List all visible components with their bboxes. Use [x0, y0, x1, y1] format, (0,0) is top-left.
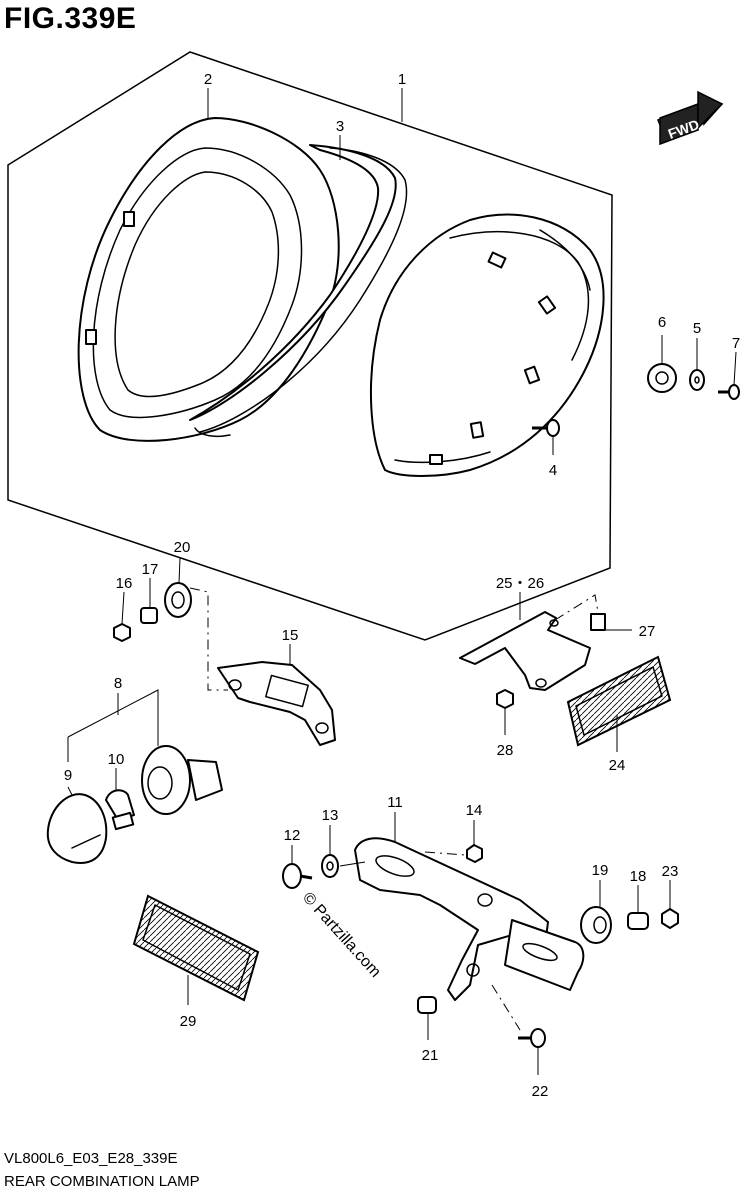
callout-25-26: 25・26	[496, 575, 544, 592]
callout-4: 4	[549, 462, 557, 479]
part-12-bolt	[282, 845, 313, 889]
part-11-license-bracket	[339, 812, 585, 1031]
callout-3: 3	[336, 118, 344, 135]
callout-15: 15	[282, 627, 299, 644]
callout-8: 8	[114, 675, 122, 692]
part-3-gasket	[189, 144, 408, 438]
part-7-screw	[718, 351, 740, 400]
part-13-washer	[321, 825, 339, 878]
callout-13: 13	[322, 807, 339, 824]
callout-27: 27	[639, 623, 656, 640]
callout-10: 10	[108, 751, 125, 768]
callout-labels: 2 1 3 4 6 5 7 20 17 16 15 8 10 9 25・26 2…	[64, 71, 740, 1100]
callout-22: 22	[532, 1083, 549, 1100]
part-24-reflector	[566, 655, 672, 752]
part-9-lens	[46, 786, 108, 864]
callout-24: 24	[609, 757, 626, 774]
callout-23: 23	[662, 863, 679, 880]
figure-code: VL800L6_E03_E28_339E	[4, 1150, 178, 1167]
callout-16: 16	[116, 575, 133, 592]
part-29-reflector	[132, 894, 260, 1005]
part-16-nut	[113, 591, 131, 642]
part-4-screw	[532, 419, 560, 455]
callout-29: 29	[180, 1013, 197, 1030]
part-21-cap	[417, 996, 437, 1040]
callout-18: 18	[630, 868, 647, 885]
callout-11: 11	[387, 794, 403, 811]
part-10-bulb	[105, 768, 135, 831]
callout-6: 6	[658, 314, 666, 331]
callout-5: 5	[693, 320, 701, 337]
callout-14: 14	[466, 802, 483, 819]
part-27-bolt	[590, 613, 632, 631]
part-6-grommet	[647, 335, 677, 393]
callout-17: 17	[142, 561, 159, 578]
watermark: © Partzilla.com	[299, 889, 384, 980]
callout-9: 9	[64, 767, 72, 784]
figure-name: REAR COMBINATION LAMP	[4, 1173, 200, 1190]
callout-21: 21	[422, 1047, 439, 1064]
fwd-direction-badge: FWD	[657, 90, 724, 146]
part-22-screw	[518, 1028, 546, 1075]
part-2-lens-rim	[77, 117, 340, 442]
part-5-washer	[689, 338, 705, 391]
assembly-box	[7, 51, 613, 641]
callout-28: 28	[497, 742, 514, 759]
part-18-spacer	[627, 885, 649, 930]
part-8-socket	[67, 689, 223, 815]
part-20-grommet	[164, 557, 192, 618]
callout-20: 20	[174, 539, 191, 556]
callout-2: 2	[204, 71, 212, 88]
figure-title: FIG.339E	[4, 2, 137, 35]
part-1-lamp-housing	[369, 213, 605, 477]
part-15-bracket	[189, 587, 336, 746]
part-25-26-bracket	[459, 592, 599, 691]
callout-1: 1	[398, 71, 406, 88]
callout-7: 7	[732, 335, 740, 352]
part-28-nut	[496, 689, 514, 735]
part-23-nut	[661, 880, 679, 929]
callout-19: 19	[592, 862, 609, 879]
part-19-grommet	[580, 880, 612, 944]
leader-lines-top	[207, 88, 403, 160]
part-14-nut	[466, 820, 483, 863]
part-17-spacer	[140, 578, 158, 624]
callout-12: 12	[284, 827, 301, 844]
